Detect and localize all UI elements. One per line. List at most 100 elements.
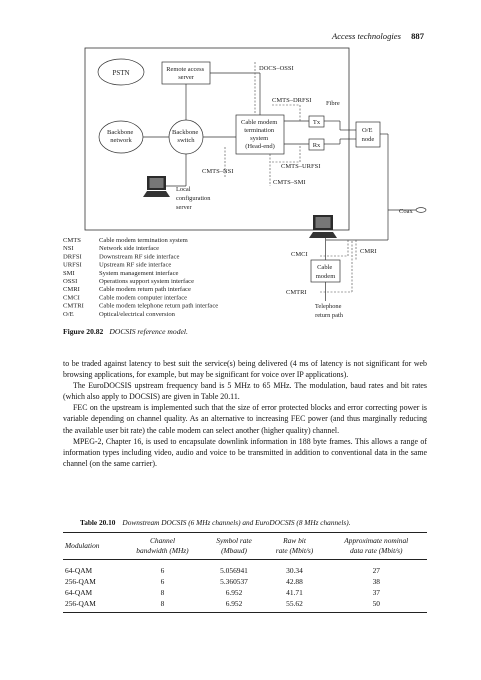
oe-node-box <box>355 121 381 148</box>
coax-terminator <box>415 207 427 213</box>
rx-label: Rx <box>313 142 321 149</box>
column-header-text: Channel <box>149 536 175 545</box>
table-cell: 64-QAM <box>65 588 93 597</box>
local-server-label: Local configuration server <box>176 186 212 211</box>
cmts-drfsi-label: CMTS–DRFSI <box>272 97 311 104</box>
connection-lines <box>143 72 416 241</box>
table-cell: 55.62 <box>286 599 303 608</box>
table-cell: 27 <box>372 566 380 575</box>
cmtri-label: CMTRI <box>286 289 307 296</box>
table-caption: Table 20.10 Downstream DOCSIS (6 MHz chan… <box>80 518 351 527</box>
column-header-text: Approximate nominal <box>344 536 409 545</box>
legend-desc: Cable modem telephone return path interf… <box>99 303 218 310</box>
paragraph-1: to be traded against latency to best sui… <box>63 359 427 380</box>
tx-label: Tx <box>313 119 321 126</box>
table-cell: 8 <box>160 588 165 597</box>
rx-box <box>308 138 325 151</box>
legend-abbr: CMTRI <box>63 303 84 310</box>
column-header-text: Raw bit <box>283 536 306 545</box>
legend-abbr: CMRI <box>63 286 80 293</box>
paragraph-3: FEC on the upstream is implemented such … <box>63 403 427 435</box>
table-cell: 41.71 <box>286 588 303 597</box>
legend-abbr: NSI <box>63 245 74 252</box>
legend-abbr: DRFSI <box>63 253 82 260</box>
table-caption-label: Table 20.10 <box>80 518 116 527</box>
column-header-text: data rate (Mbit/s) <box>349 546 403 555</box>
tx-box <box>308 115 325 128</box>
column-header: Modulation <box>63 533 120 560</box>
docsis-reference-diagram: PSTN Remote access server Backbone netwo… <box>63 47 427 319</box>
cmts-nsi-label: CMTS–NSI <box>202 168 233 175</box>
column-header: Symbol rate(Mbaud) <box>205 533 264 560</box>
interface-labels: DOCS–OSSI CMTS–DRFSI Fibre CMTS–NSI CMTS… <box>202 65 413 296</box>
legend-desc: Network side interface <box>99 245 159 252</box>
cmts-urfsi-label: CMTS–URFSI <box>281 163 320 170</box>
pstn-cloud <box>97 58 145 86</box>
table-cell: 5.360537 <box>220 577 248 586</box>
legend-abbr: OSSI <box>63 278 77 285</box>
cmts-smi-label: CMTS–SMI <box>273 179 306 186</box>
cmci-label: CMCI <box>291 251 308 258</box>
table-cell: 8 <box>160 599 165 608</box>
legend-abbr: CMCI <box>63 294 80 301</box>
user-computer-icon <box>309 215 337 238</box>
table-cell: 6.952 <box>225 588 243 597</box>
legend-desc: Upstream RF side interface <box>99 262 171 269</box>
column-header-text: bandwidth (MHz) <box>136 546 189 555</box>
table-cell: 6 <box>160 566 165 575</box>
remote-access-server-label: Remote access server <box>166 66 205 81</box>
legend-desc: System management interface <box>99 270 179 277</box>
running-header-section: Access technologies <box>331 31 401 41</box>
column-header-text: (Mbaud) <box>221 546 247 555</box>
table-caption-title: Downstream DOCSIS (6 MHz channels) and E… <box>122 518 351 527</box>
column-header-text: rate (Mbit/s) <box>275 546 314 555</box>
table-cell: 6.952 <box>225 599 243 608</box>
column-header-text: Symbol rate <box>216 536 252 545</box>
cable-modem-label: Cable modem <box>316 264 336 280</box>
legend-desc: Optical/electrical conversion <box>99 311 176 318</box>
table-cell: 256-QAM <box>65 577 96 586</box>
legend-desc: Downstream RF side interface <box>99 253 179 260</box>
legend-desc: Cable modem computer interface <box>99 294 187 301</box>
table-row: 64-QAM 6 5.056941 30.34 27 <box>63 560 427 577</box>
table-cell: 30.34 <box>286 566 303 575</box>
cmts-box <box>235 114 285 155</box>
table-cell: 64-QAM <box>65 566 93 575</box>
docs-ossi-label: DOCS–OSSI <box>259 65 294 72</box>
table-cell: 5.056941 <box>220 566 248 575</box>
table-cell: 37 <box>372 588 380 597</box>
backbone-network-label: Backbone network <box>107 129 135 144</box>
cmts-label: Cable modem termination system (Head-end… <box>241 119 279 150</box>
fibre-label: Fibre <box>326 100 340 107</box>
legend-abbr: URFSI <box>63 262 82 269</box>
figure-caption-title: DOCSIS reference model. <box>109 327 188 336</box>
table-cell: 38 <box>372 577 380 586</box>
running-header: Access technologies 887 <box>332 31 424 41</box>
legend-desc: Operations support system interface <box>99 278 194 285</box>
table-cell: 256-QAM <box>65 599 96 608</box>
legend-abbr: CMTS <box>63 237 81 244</box>
coax-label: Coax <box>399 208 413 215</box>
paragraph-2: The EuroDOCSIS upstream frequency band i… <box>63 381 427 402</box>
legend-abbr: O/E <box>63 311 74 318</box>
telephone-return-path-label: Telephone return path <box>315 303 344 319</box>
cmri-label: CMRI <box>360 248 377 255</box>
oe-node-label: O/E node <box>362 127 375 143</box>
legend-abbr: SMI <box>63 270 75 277</box>
legend-desc: Cable modem return path interface <box>99 286 191 293</box>
backbone-switch-label: Backbone switch <box>172 129 200 144</box>
page-number: 887 <box>411 31 424 41</box>
legend-desc: Cable modem termination system <box>99 237 189 244</box>
figure-caption-label: Figure 20.82 <box>63 327 104 336</box>
figure-caption: Figure 20.82 DOCSIS reference model. <box>63 327 188 336</box>
column-header-text: Modulation <box>65 541 100 550</box>
pstn-label: PSTN <box>112 69 129 77</box>
